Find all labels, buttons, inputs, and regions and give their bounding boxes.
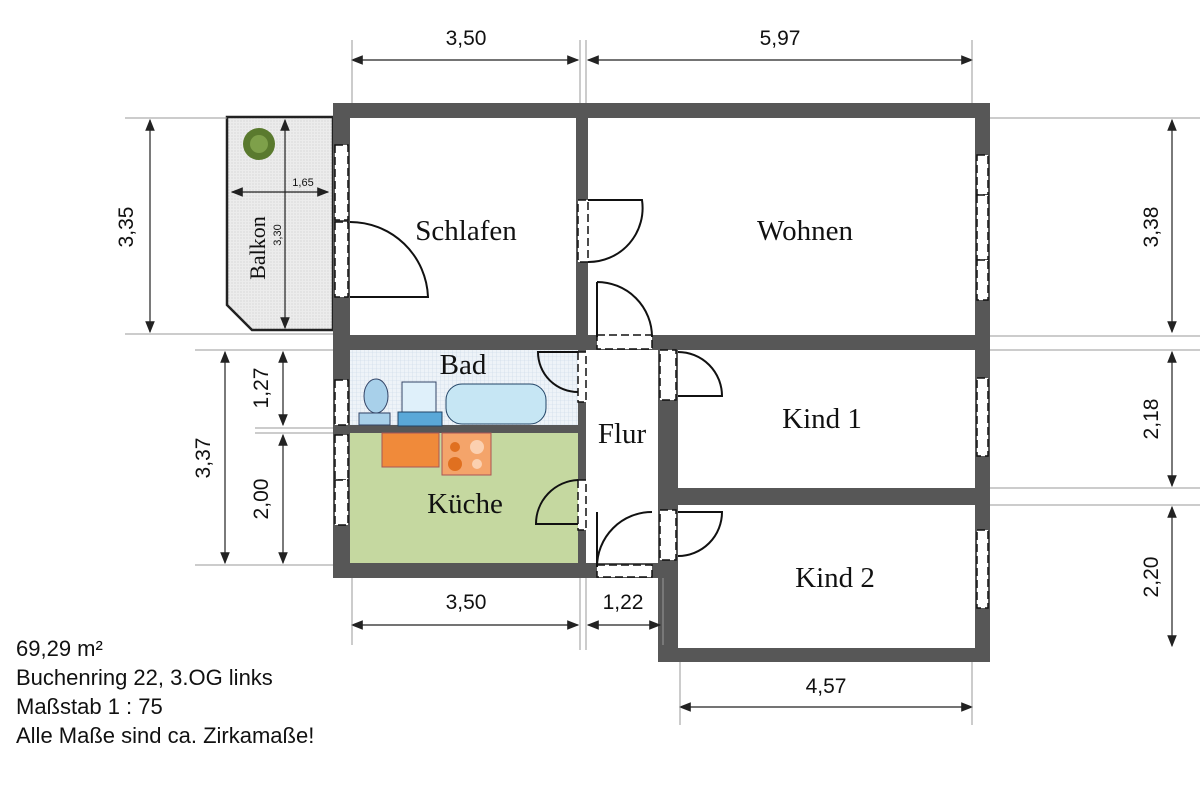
dim-top-left: 3,50 [446, 27, 487, 50]
room-label-bad: Bad [440, 349, 487, 381]
windows [334, 144, 989, 609]
note-text: Alle Maße sind ca. Zirkamaße! [16, 723, 315, 748]
kitchen-fixtures [381, 432, 492, 476]
dimension-lines [125, 40, 1200, 725]
room-label-kind2: Kind 2 [795, 562, 875, 594]
dim-bottom-flur: 1,22 [603, 591, 644, 614]
dim-bottom-kueche: 3,50 [446, 591, 487, 614]
plan-info: 69,29 m² Buchenring 22, 3.OG links Maßst… [16, 634, 314, 750]
dim-left-total: 3,37 [192, 438, 215, 479]
room-label-kind1: Kind 1 [782, 403, 862, 435]
room-label-schlafen: Schlafen [415, 215, 517, 247]
dim-right-wohnen: 3,38 [1140, 207, 1163, 248]
dim-bad: 1,27 [250, 368, 273, 409]
scale-text: Maßstab 1 : 75 [16, 694, 163, 719]
dim-kueche: 2,00 [250, 479, 273, 520]
dim-balkon-width: 1,65 [292, 177, 313, 189]
dim-right-kind1: 2,18 [1140, 399, 1163, 440]
room-label-balkon: Balkon [245, 216, 270, 280]
room-label-kueche: Küche [427, 488, 503, 520]
area-text: 69,29 m² [16, 636, 103, 661]
bathroom-fixtures [358, 378, 547, 427]
dim-bottom-kind2: 4,57 [806, 675, 847, 698]
room-label-flur: Flur [598, 418, 647, 450]
dim-left-schlafen: 3,35 [115, 207, 138, 248]
dim-balkon-length: 3,30 [272, 224, 284, 245]
dim-right-kind2: 2,20 [1140, 557, 1163, 598]
plant-icon [243, 128, 275, 160]
balcony [225, 115, 335, 332]
dim-top-right: 5,97 [760, 27, 801, 50]
room-label-wohnen: Wohnen [757, 215, 853, 247]
doors [349, 199, 724, 568]
address-text: Buchenring 22, 3.OG links [16, 665, 273, 690]
